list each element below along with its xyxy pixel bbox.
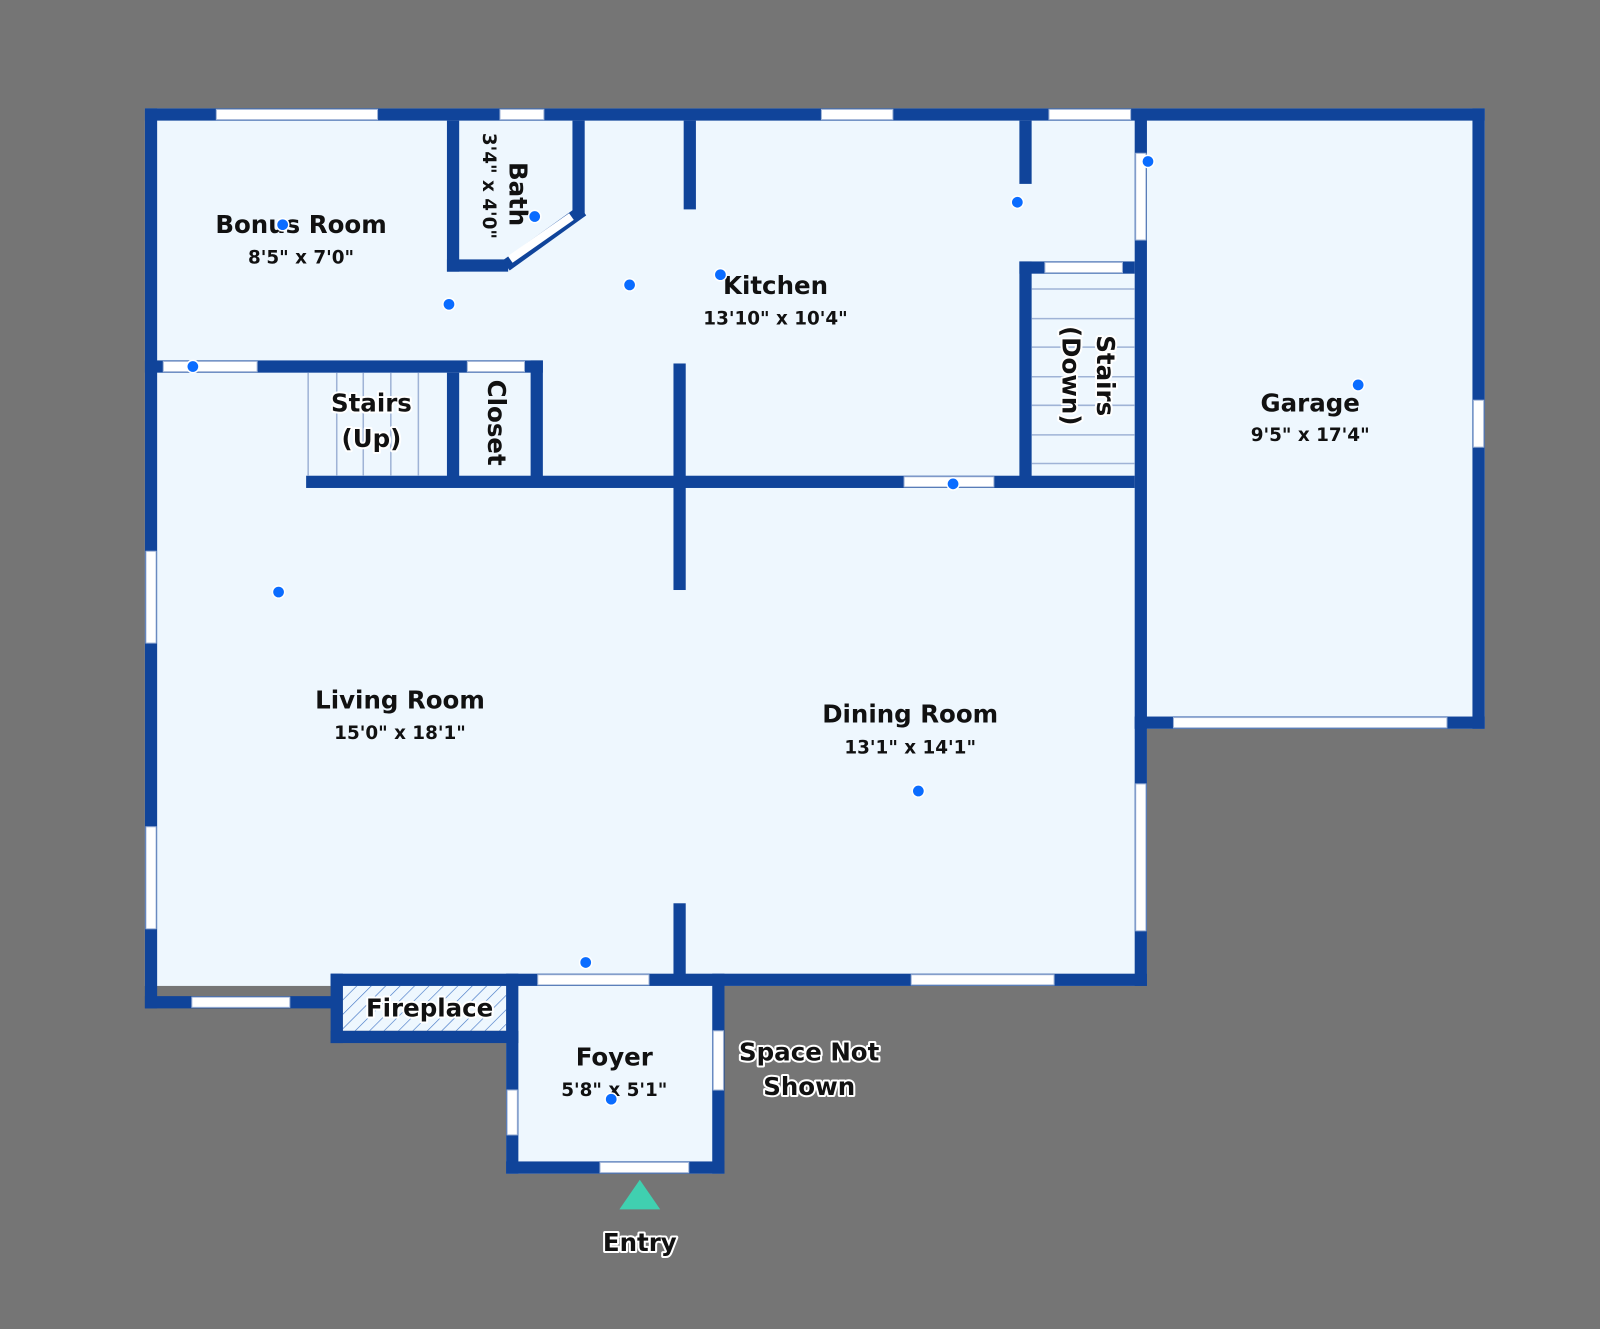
photo-marker[interactable] [1351,378,1366,392]
foyer-floor [506,973,725,1174]
door [537,974,650,986]
photo-marker[interactable] [442,297,456,312]
entry-arrow-icon [619,1179,661,1210]
door [1044,261,1123,274]
window [1472,399,1485,448]
bath-name: Bath [503,162,532,226]
photo-marker[interactable] [527,209,542,224]
door [1135,152,1147,241]
living-room-name: Living Room [315,685,485,714]
fireplace-name: Fireplace [366,994,493,1023]
room-labels: Bonus Room 8'5" x 7'0" Bath 3'4" x 4'0" … [215,133,1370,1103]
bath-dims: 3'4" x 4'0" [478,133,499,239]
dining-room-dims: 13'1" x 14'1" [844,737,976,758]
photo-marker[interactable] [911,784,926,798]
photo-marker[interactable] [271,585,286,599]
stairs-down-name: Stairs [1091,335,1120,416]
door [466,360,525,373]
living-room-dims: 15'0" x 18'1" [334,723,466,744]
entry-label: Entry [603,1228,677,1257]
stairs-down-direction: (Down) [1056,326,1085,426]
window [499,108,545,121]
photo-marker[interactable] [946,477,960,491]
garage-floor [1134,108,1485,729]
photo-marker[interactable] [578,955,593,970]
space-not-shown-label-2: Shown [763,1072,855,1101]
bonus-room-dims: 8'5" x 7'0" [248,247,354,268]
foyer-dims: 5'8" x 5'1" [561,1080,667,1101]
photo-marker[interactable] [604,1092,619,1107]
space-not-shown-label: Space Not [739,1037,880,1066]
bath-door [507,213,574,263]
stairs-up-direction: (Up) [342,424,402,453]
floors [144,108,1485,1174]
kitchen-name: Kitchen [723,271,828,300]
garage-name: Garage [1261,388,1360,417]
window [910,974,1055,986]
kitchen-dims: 13'10" x 10'4" [703,309,847,330]
window [820,108,894,121]
door [712,1030,724,1091]
main-floor [144,108,1147,986]
window [215,108,379,121]
window [191,996,291,1008]
photo-markers[interactable] [185,154,1366,1107]
foyer-name: Foyer [576,1043,653,1072]
window [1135,783,1147,932]
photo-marker[interactable] [275,217,290,232]
garage-door [1172,717,1448,729]
stairs-up-name: Stairs [331,388,412,417]
photo-marker[interactable] [1141,154,1155,169]
dining-room-name: Dining Room [822,700,998,729]
window [506,1089,518,1136]
photo-marker[interactable] [622,278,637,292]
window [145,826,157,930]
fireplace-hatch [342,985,507,1031]
photo-marker[interactable] [713,267,728,282]
photo-marker[interactable] [185,359,200,374]
stairs-down-treads [1031,288,1135,465]
window [145,550,157,644]
closet-name: Closet [482,380,511,466]
front-door [599,1161,690,1174]
bonus-room-name: Bonus Room [215,210,386,239]
photo-marker[interactable] [1010,195,1025,210]
garage-dims: 9'5" x 17'4" [1251,425,1370,446]
stairs-up-treads [307,372,420,476]
door [1048,108,1132,121]
door [162,360,258,373]
